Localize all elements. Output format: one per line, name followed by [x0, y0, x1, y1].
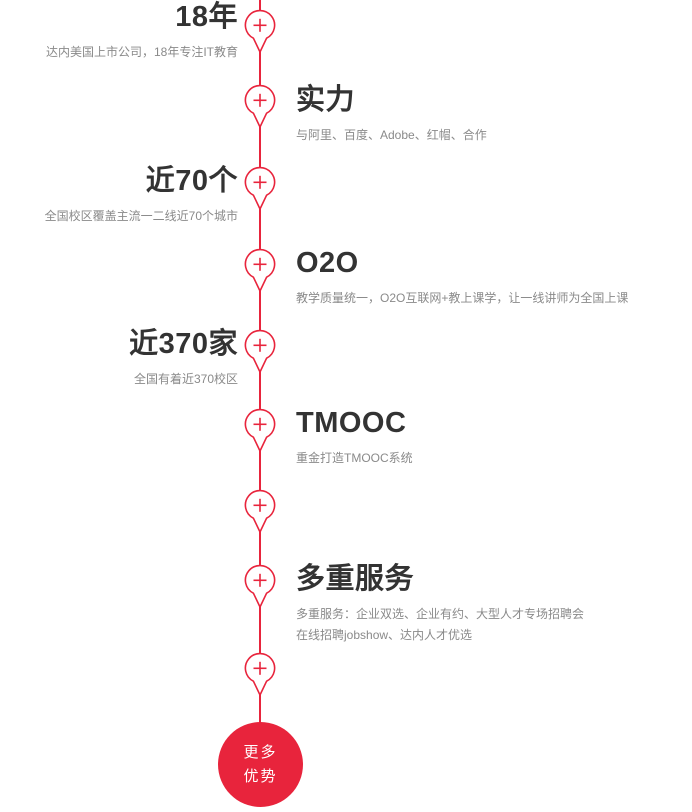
- map-pin-plus-icon: [242, 84, 278, 130]
- map-pin-plus-icon: [242, 489, 278, 535]
- timeline-item-title: O2O: [296, 247, 359, 279]
- map-pin-plus-icon: [242, 166, 278, 212]
- timeline-item-subtitle: 达内美国上市公司，18年专注IT教育: [45, 45, 238, 59]
- map-pin-plus-icon: [242, 652, 278, 698]
- map-pin-plus-icon: [242, 9, 278, 55]
- timeline-item-subtitle: 教学质量统一，O2O互联网+教上课学，让一线讲师为全国上课: [296, 291, 629, 305]
- timeline-item-subtitle: 全国有着近370校区: [133, 372, 238, 386]
- map-pin-plus-icon: [242, 408, 278, 454]
- timeline-item-subtitle: 与阿里、百度、Adobe、红帽、合作: [296, 128, 487, 142]
- timeline-item-tmooc: TMOOC 重金打造TMOOC系统: [296, 406, 682, 469]
- map-pin-plus-icon: [242, 564, 278, 610]
- timeline-item-title: 近70个: [145, 165, 238, 197]
- timeline-item-subtitle: 重金打造TMOOC系统: [296, 451, 413, 465]
- more-advantages-line1: 更多: [243, 743, 278, 761]
- more-advantages-line2: 优势: [243, 767, 278, 785]
- timeline-item-title: 近370家: [129, 328, 238, 360]
- timeline-item-18years: 18年 达内美国上市公司，18年专注IT教育: [0, 0, 238, 63]
- timeline-item-services: 多重服务 多重服务：企业双选、企业有约、大型人才专场招聘会 在线招聘jobsho…: [296, 562, 682, 646]
- timeline-item-title: 实力: [296, 84, 356, 116]
- timeline-item-title: 多重服务: [296, 563, 415, 595]
- timeline-item-subtitle: 多重服务：企业双选、企业有约、大型人才专场招聘会: [296, 607, 585, 621]
- timeline-item-title: TMOOC: [296, 407, 407, 439]
- timeline-item-370campuses: 近370家 全国有着近370校区: [0, 327, 238, 390]
- map-pin-plus-icon: [242, 329, 278, 375]
- timeline-item-70cities: 近70个 全国校区覆盖主流一二线近70个城市: [0, 164, 238, 227]
- timeline-item-o2o: O2O 教学质量统一，O2O互联网+教上课学，让一线讲师为全国上课: [296, 246, 682, 309]
- map-pin-plus-icon: [242, 248, 278, 294]
- timeline-item-title: 18年: [175, 1, 238, 33]
- timeline-item-subtitle: 全国校区覆盖主流一二线近70个城市: [44, 209, 238, 223]
- timeline-item-subtitle-line2: 在线招聘jobshow、达内人才优选: [296, 628, 473, 642]
- more-advantages-button[interactable]: 更多 优势: [218, 722, 303, 807]
- timeline-item-strength: 实力 与阿里、百度、Adobe、红帽、合作: [296, 83, 682, 146]
